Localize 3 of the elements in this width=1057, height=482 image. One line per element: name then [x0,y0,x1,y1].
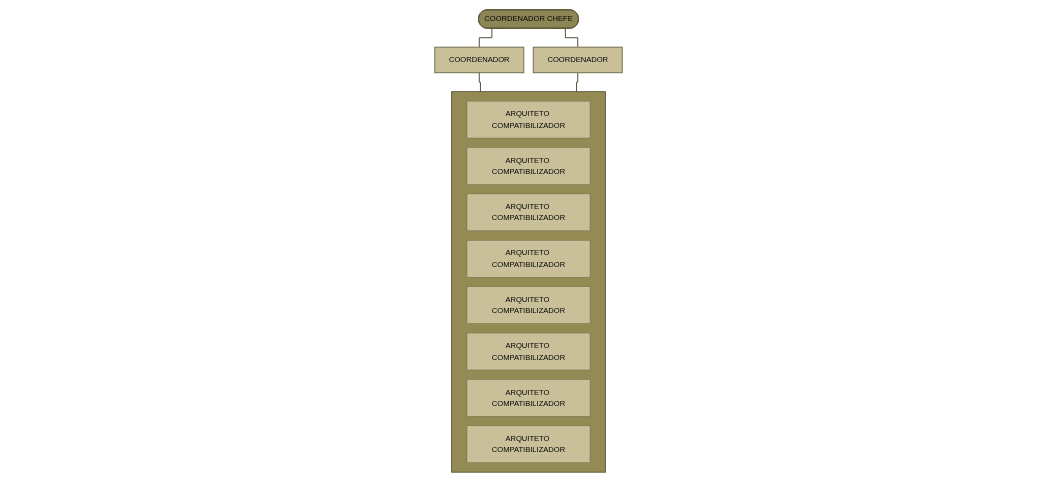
connector [478,72,483,93]
cluster [451,91,606,473]
connector [574,72,579,93]
